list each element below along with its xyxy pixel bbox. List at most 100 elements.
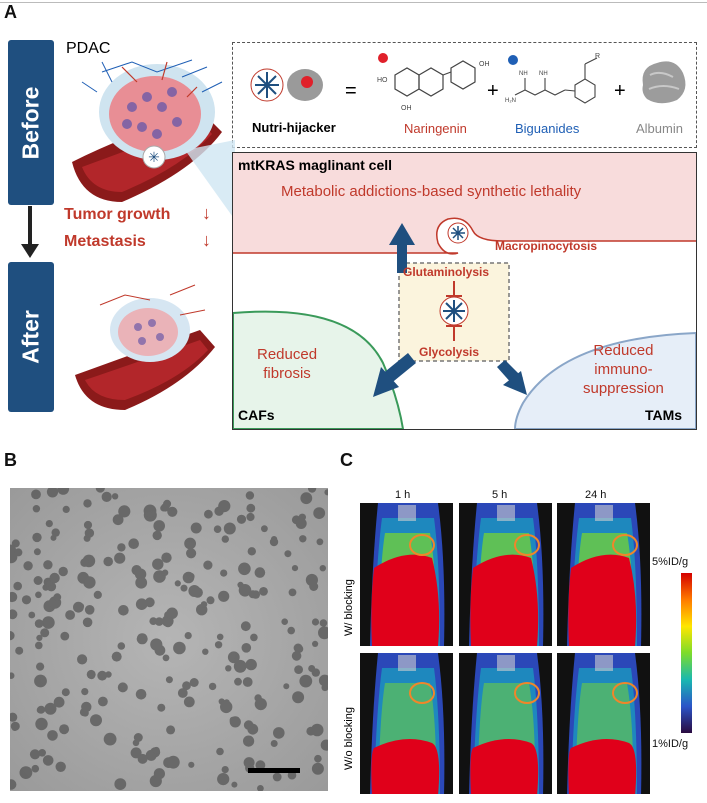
- nanoparticle: [154, 617, 164, 626]
- nanoparticle: [103, 556, 113, 567]
- panel-a-label: A: [4, 2, 17, 22]
- nanoparticle: [243, 757, 255, 769]
- nanoparticle: [118, 505, 131, 518]
- biguanides-label: Biguanides: [515, 121, 580, 136]
- nanoparticle: [229, 716, 241, 728]
- nanoparticle: [216, 747, 224, 756]
- cell-title: mtKRAS maglinant cell: [238, 157, 393, 173]
- stage-arrow-shaft: [28, 206, 32, 244]
- nanoparticle: [177, 688, 188, 698]
- svg-text:NH: NH: [519, 71, 528, 77]
- nanoparticle: [316, 538, 324, 546]
- nanoparticle: [313, 507, 326, 519]
- nanoparticle: [220, 569, 228, 577]
- nanoparticle: [131, 565, 142, 576]
- nanoparticle: [208, 682, 217, 691]
- nanoparticle: [82, 617, 93, 628]
- nanoparticle: [223, 522, 236, 535]
- time-label-5h: 5 h: [492, 489, 508, 501]
- nanoparticle: [291, 651, 302, 661]
- nanoparticle: [183, 696, 195, 708]
- scale-max-label: 5%ID/g: [652, 556, 689, 568]
- nanoparticle: [248, 590, 257, 599]
- nanoparticle: [184, 632, 192, 640]
- macropinocytosis-label: Macropinocytosis: [495, 239, 598, 253]
- tumor-growth-down-arrow: ↓: [202, 203, 211, 223]
- nanoparticle: [118, 605, 129, 616]
- nanoparticle: [259, 587, 268, 596]
- nanoparticle: [31, 489, 41, 500]
- albumin-label: Albumin: [636, 121, 683, 136]
- tumor-after-illustration: [75, 284, 215, 410]
- nanoparticle: [117, 682, 128, 693]
- nanoparticle: [305, 573, 318, 587]
- nanoparticle: [83, 576, 96, 589]
- nutri-hijacker-icon: [250, 68, 323, 102]
- nanoparticle: [13, 581, 22, 591]
- nanoparticle: [189, 678, 199, 687]
- nanoparticle: [204, 509, 213, 519]
- nanoparticle: [37, 705, 46, 714]
- stage-arrow-head: [21, 244, 39, 258]
- nanoparticle: [287, 626, 296, 635]
- nanoparticle: [160, 504, 168, 512]
- nanoparticle: [255, 760, 266, 771]
- nanoparticle: [242, 677, 253, 687]
- nanoparticle: [152, 530, 162, 541]
- nanoparticle: [270, 740, 278, 747]
- nanoparticle: [59, 724, 70, 735]
- scale-min-label: 1%ID/g: [652, 738, 689, 750]
- nanoparticle: [152, 558, 164, 570]
- nanoparticle: [254, 698, 267, 711]
- nanoparticle: [221, 535, 229, 543]
- nanoparticle: [103, 732, 117, 746]
- svg-text:OH: OH: [401, 105, 412, 112]
- mtkras-cell-box: mtKRAS maglinant cell Metabolic addictio…: [232, 152, 697, 430]
- nanoparticle: [47, 730, 58, 741]
- equals-sign: =: [345, 80, 357, 102]
- nanoparticle: [174, 580, 181, 587]
- nanoparticle: [10, 672, 15, 679]
- nanoparticle: [202, 648, 209, 655]
- nanoparticle: [97, 670, 108, 681]
- nanoparticle: [38, 749, 46, 757]
- nanoparticle: [299, 674, 313, 688]
- nanoparticle: [135, 689, 147, 700]
- nanoparticle: [15, 646, 24, 655]
- nanoparticle: [319, 565, 326, 572]
- nanoparticle: [299, 535, 307, 543]
- nanoparticle: [10, 591, 18, 603]
- nanoparticle: [213, 525, 222, 533]
- nanoparticle: [241, 643, 252, 653]
- nanoparticle: [237, 581, 244, 588]
- nanoparticle: [111, 493, 119, 500]
- nanoparticle: [186, 548, 197, 559]
- nanoparticle: [114, 778, 127, 790]
- metastasis-label: Metastasis: [64, 233, 146, 250]
- tumor-growth-label: Tumor growth: [64, 206, 171, 223]
- nanoparticle: [95, 488, 105, 493]
- svg-text:NH: NH: [539, 71, 548, 77]
- nanoparticle: [153, 746, 160, 754]
- nanoparticle: [31, 764, 40, 773]
- nanoparticle: [53, 593, 62, 602]
- nanoparticle: [261, 525, 268, 533]
- nanoparticle: [163, 617, 173, 628]
- nanoparticle: [165, 676, 173, 684]
- nanoparticle: [318, 674, 328, 687]
- nanoparticle: [60, 631, 70, 641]
- nanoparticle: [284, 550, 292, 558]
- color-scale-bar: [681, 573, 692, 733]
- nanoparticle: [10, 631, 15, 641]
- nanoparticle: [247, 723, 259, 735]
- nanoparticle: [135, 576, 148, 589]
- pet-scan-without-blocking-1h: [360, 653, 453, 794]
- nanoparticle: [46, 488, 59, 498]
- nanoparticle: [225, 665, 232, 672]
- nanoparticle: [143, 504, 157, 518]
- nanoparticle: [35, 717, 48, 731]
- nanoparticle: [240, 621, 251, 632]
- nanoparticle: [166, 607, 178, 620]
- nanoparticle: [81, 701, 92, 713]
- nanoparticle: [80, 558, 89, 567]
